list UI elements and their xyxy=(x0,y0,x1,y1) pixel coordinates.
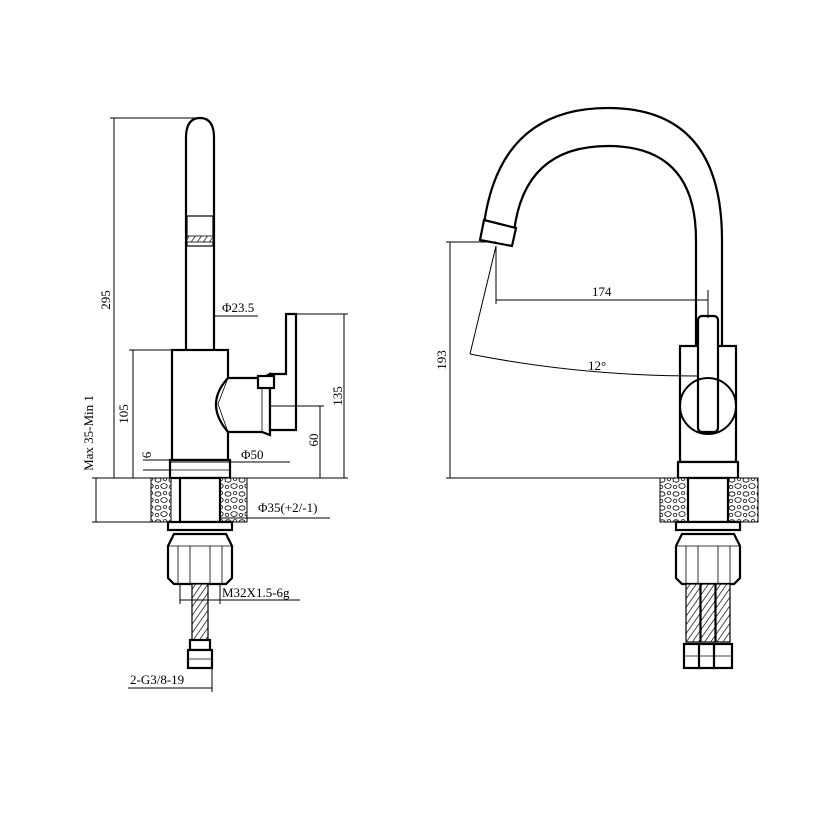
side-spout-neck xyxy=(184,318,216,350)
front-base-ring xyxy=(676,460,740,480)
side-countertop-left xyxy=(150,477,172,523)
front-shank xyxy=(686,476,730,524)
side-aerator-mesh xyxy=(186,235,214,243)
side-hose xyxy=(191,583,209,641)
side-nut-washer xyxy=(166,520,234,532)
dim-base-dia: Φ50 xyxy=(241,447,264,462)
side-handle-lever xyxy=(268,312,298,432)
front-handle xyxy=(696,314,720,434)
dim-thread: M32X1.5-6g xyxy=(222,585,290,600)
dim-handle-offset: 60 xyxy=(306,434,321,447)
side-view: 295 105 6 Max 35-Min 1 Φ23.5 135 60 Φ50 … xyxy=(81,116,348,692)
side-handle-knob xyxy=(256,374,276,390)
side-countertop-right xyxy=(218,477,248,523)
dim-base-gap: 6 xyxy=(139,451,154,458)
front-spout-tip xyxy=(478,218,518,248)
front-nut-washer xyxy=(674,520,742,532)
dim-reach: 174 xyxy=(592,284,612,299)
front-cartridge xyxy=(679,377,737,435)
front-view: 193 174 12° xyxy=(434,106,759,670)
dim-body-height: 105 xyxy=(116,404,131,424)
dim-spout-height: 193 xyxy=(434,350,449,370)
front-spout-inner xyxy=(512,144,698,346)
front-hose-left xyxy=(685,583,701,643)
dim-swivel-angle: 12° xyxy=(588,358,606,373)
front-countertop-right xyxy=(727,477,759,523)
side-nut xyxy=(166,532,234,586)
front-countertop-left xyxy=(659,477,689,523)
front-hose-right xyxy=(715,583,731,643)
front-nut xyxy=(674,532,742,586)
dim-hole-dia: Φ35(+2/-1) xyxy=(258,500,317,515)
side-shank xyxy=(178,476,222,524)
side-base-ring xyxy=(168,458,232,480)
dim-deck-thickness: Max 35-Min 1 xyxy=(81,395,96,471)
dim-handle-height: 135 xyxy=(330,386,345,406)
side-hose-fitting xyxy=(188,638,212,652)
dim-hose-fitting: 2-G3/8-19 xyxy=(130,672,184,687)
dim-spout-dia: Φ23.5 xyxy=(222,300,254,315)
front-hose-center xyxy=(700,583,716,643)
dim-height-total: 295 xyxy=(98,290,113,310)
